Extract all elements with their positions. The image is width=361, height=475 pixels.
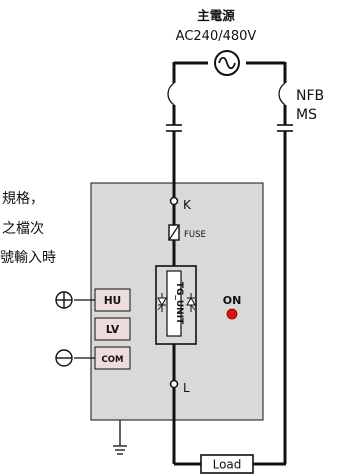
input-label-lv: LV	[106, 324, 120, 336]
input-terminal-com: COM	[94, 346, 131, 370]
fuse-label: FUSE	[184, 230, 206, 240]
power-source-voltage: AC240/480V	[176, 29, 257, 44]
ac-source-icon	[214, 50, 240, 76]
input-terminal-lv: LV	[94, 317, 131, 341]
plus-terminal-icon	[55, 291, 73, 309]
tg-unit-label: TG_UNIT	[174, 282, 184, 325]
power-source-name: 主電源	[197, 8, 235, 23]
thyristor-right-icon	[186, 293, 196, 312]
input-terminal-hu: HU	[94, 288, 131, 312]
input-label-com: COM	[102, 355, 124, 365]
on-indicator-led-icon	[226, 308, 238, 320]
load-box	[200, 454, 254, 474]
ground-icon	[113, 420, 127, 455]
ms-contact-right-icon	[277, 124, 293, 132]
terminal-k-icon	[169, 196, 179, 206]
minus-terminal-icon	[55, 349, 73, 367]
input-label-hu: HU	[104, 295, 121, 307]
on-indicator-label: ON	[223, 294, 242, 307]
nfb-breaker-left-icon	[167, 82, 175, 106]
nfb-label: NFB	[296, 88, 324, 104]
terminal-l-icon	[169, 379, 179, 389]
note-line-2: 之檔次	[2, 221, 44, 237]
ms-contact-left-icon	[166, 124, 182, 132]
ms-label: MS	[296, 107, 317, 123]
thyristor-left-icon	[157, 293, 167, 312]
tg-unit-outline	[155, 265, 197, 345]
terminal-k-label: K	[183, 198, 192, 212]
load-label: Load	[213, 458, 242, 472]
note-line-1: 規格，	[2, 191, 44, 207]
note-line-3: 號輸入時	[0, 250, 56, 266]
tg-unit-label-box	[166, 270, 182, 337]
terminal-l-label: L	[183, 381, 190, 395]
nfb-breaker-right-icon	[278, 82, 286, 106]
fuse-icon	[168, 224, 180, 241]
